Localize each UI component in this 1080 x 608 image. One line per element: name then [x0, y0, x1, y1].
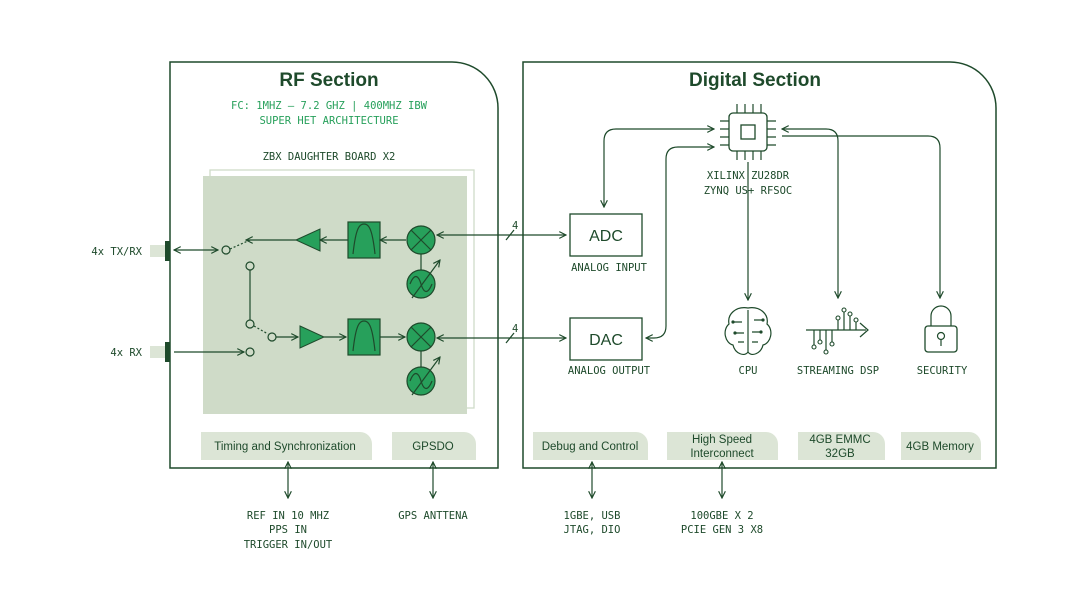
digital-section-frame — [522, 61, 997, 469]
rf-section-title: RF Section — [279, 70, 378, 91]
high-speed-block — [667, 432, 778, 460]
streaming-dsp-icon — [806, 307, 869, 355]
txrx-switch-node — [221, 245, 231, 255]
rx-lo-sine — [409, 372, 433, 390]
rx-chain — [174, 318, 440, 396]
rx-port-label: 4x RX — [110, 347, 142, 359]
cpu-label: CPU — [739, 365, 758, 377]
security-label: SECURITY — [917, 365, 968, 377]
timing-sync-label: Timing and Synchronization — [214, 441, 355, 453]
rx-filter-curve — [352, 320, 376, 352]
security-lock-icon — [924, 305, 958, 353]
txrx-connector-body — [150, 245, 166, 257]
timing-sync-block — [201, 432, 372, 460]
rx-switch-pivot — [267, 332, 277, 342]
tx-lo-sine — [409, 275, 433, 293]
rx-bus-width: 4 — [512, 323, 518, 335]
tx-bus-width: 4 — [512, 220, 518, 232]
switch-node-lower — [245, 319, 255, 329]
soc-security-link — [782, 135, 940, 298]
rx-amplifier-icon — [299, 325, 326, 349]
memory-label: 4GB Memory — [906, 441, 974, 453]
rx-switch-arm — [253, 325, 269, 335]
pcie-label: PCIE GEN 3 X8 — [681, 524, 763, 536]
emmc-label-line2: 32GB — [825, 448, 855, 460]
tx-mixer-cross-b — [410, 229, 432, 251]
rf-frequency-spec: FC: 1MHZ – 7.2 GHZ | 400MHZ IBW — [231, 100, 428, 112]
adc-label: ADC — [589, 228, 623, 245]
gpsdo-block — [392, 432, 476, 460]
adc-caption: ANALOG INPUT — [571, 262, 648, 274]
ethernet-usb-label: 1GBE, USB — [564, 510, 621, 522]
txrx-port-label: 4x TX/RX — [91, 246, 142, 258]
rx-mixer-cross-b — [410, 326, 432, 348]
ref-in-label: REF IN 10 MHZ — [247, 510, 329, 522]
streaming-dsp-label: STREAMING DSP — [797, 365, 879, 377]
trigger-label: TRIGGER IN/OUT — [244, 539, 333, 551]
soc-adc-link — [604, 129, 714, 207]
tx-filter-curve — [352, 223, 376, 255]
dac-caption: ANALOG OUTPUT — [568, 365, 651, 377]
dac-block — [569, 317, 643, 361]
debug-control-label: Debug and Control — [542, 441, 639, 453]
gps-antenna-label: GPS ANTTENA — [398, 510, 468, 522]
rx-switch-node — [245, 347, 255, 357]
high-speed-label-line2: Interconnect — [690, 448, 754, 460]
digital-section-title: Digital Section — [689, 70, 821, 91]
rx-connector-body — [150, 346, 166, 358]
digital-section: Digital Section XILINX ZU28DR ZYNQ US+ R… — [522, 61, 997, 469]
rf-section: RF Section FC: 1MHZ – 7.2 GHZ | 400MHZ I… — [169, 61, 499, 469]
soc-dsp-link — [782, 129, 838, 298]
soc-chip-icon — [720, 104, 776, 160]
soc-dac-link — [646, 147, 714, 338]
rf-architecture-spec: SUPER HET ARCHITECTURE — [259, 115, 398, 127]
rx-connector-icon — [165, 342, 170, 362]
switch-node-upper — [245, 261, 255, 271]
rx-bus-slash — [505, 332, 515, 344]
daughter-board-label: ZBX DAUGHTER BOARD X2 — [263, 151, 396, 163]
debug-control-block — [533, 432, 648, 460]
memory-block — [901, 432, 981, 460]
cpu-brain-icon — [724, 307, 772, 355]
txrx-chain — [174, 221, 440, 299]
high-speed-label-line1: High Speed — [692, 434, 752, 446]
tx-lo-tune-arrow — [411, 260, 440, 299]
gpsdo-label: GPSDO — [412, 441, 454, 453]
hundred-gbe-label: 100GBE X 2 — [690, 510, 753, 522]
pps-in-label: PPS IN — [269, 524, 307, 536]
adc-block — [569, 213, 643, 257]
emmc-block — [798, 432, 885, 460]
txrx-connector-icon — [165, 241, 170, 261]
jtag-dio-label: JTAG, DIO — [564, 524, 621, 536]
rx-lo-tune-arrow — [411, 357, 440, 396]
dac-label: DAC — [589, 332, 623, 349]
rf-section-frame — [169, 61, 499, 469]
tx-bus-slash — [505, 229, 515, 241]
emmc-label-line1: 4GB EMMC — [809, 434, 870, 446]
